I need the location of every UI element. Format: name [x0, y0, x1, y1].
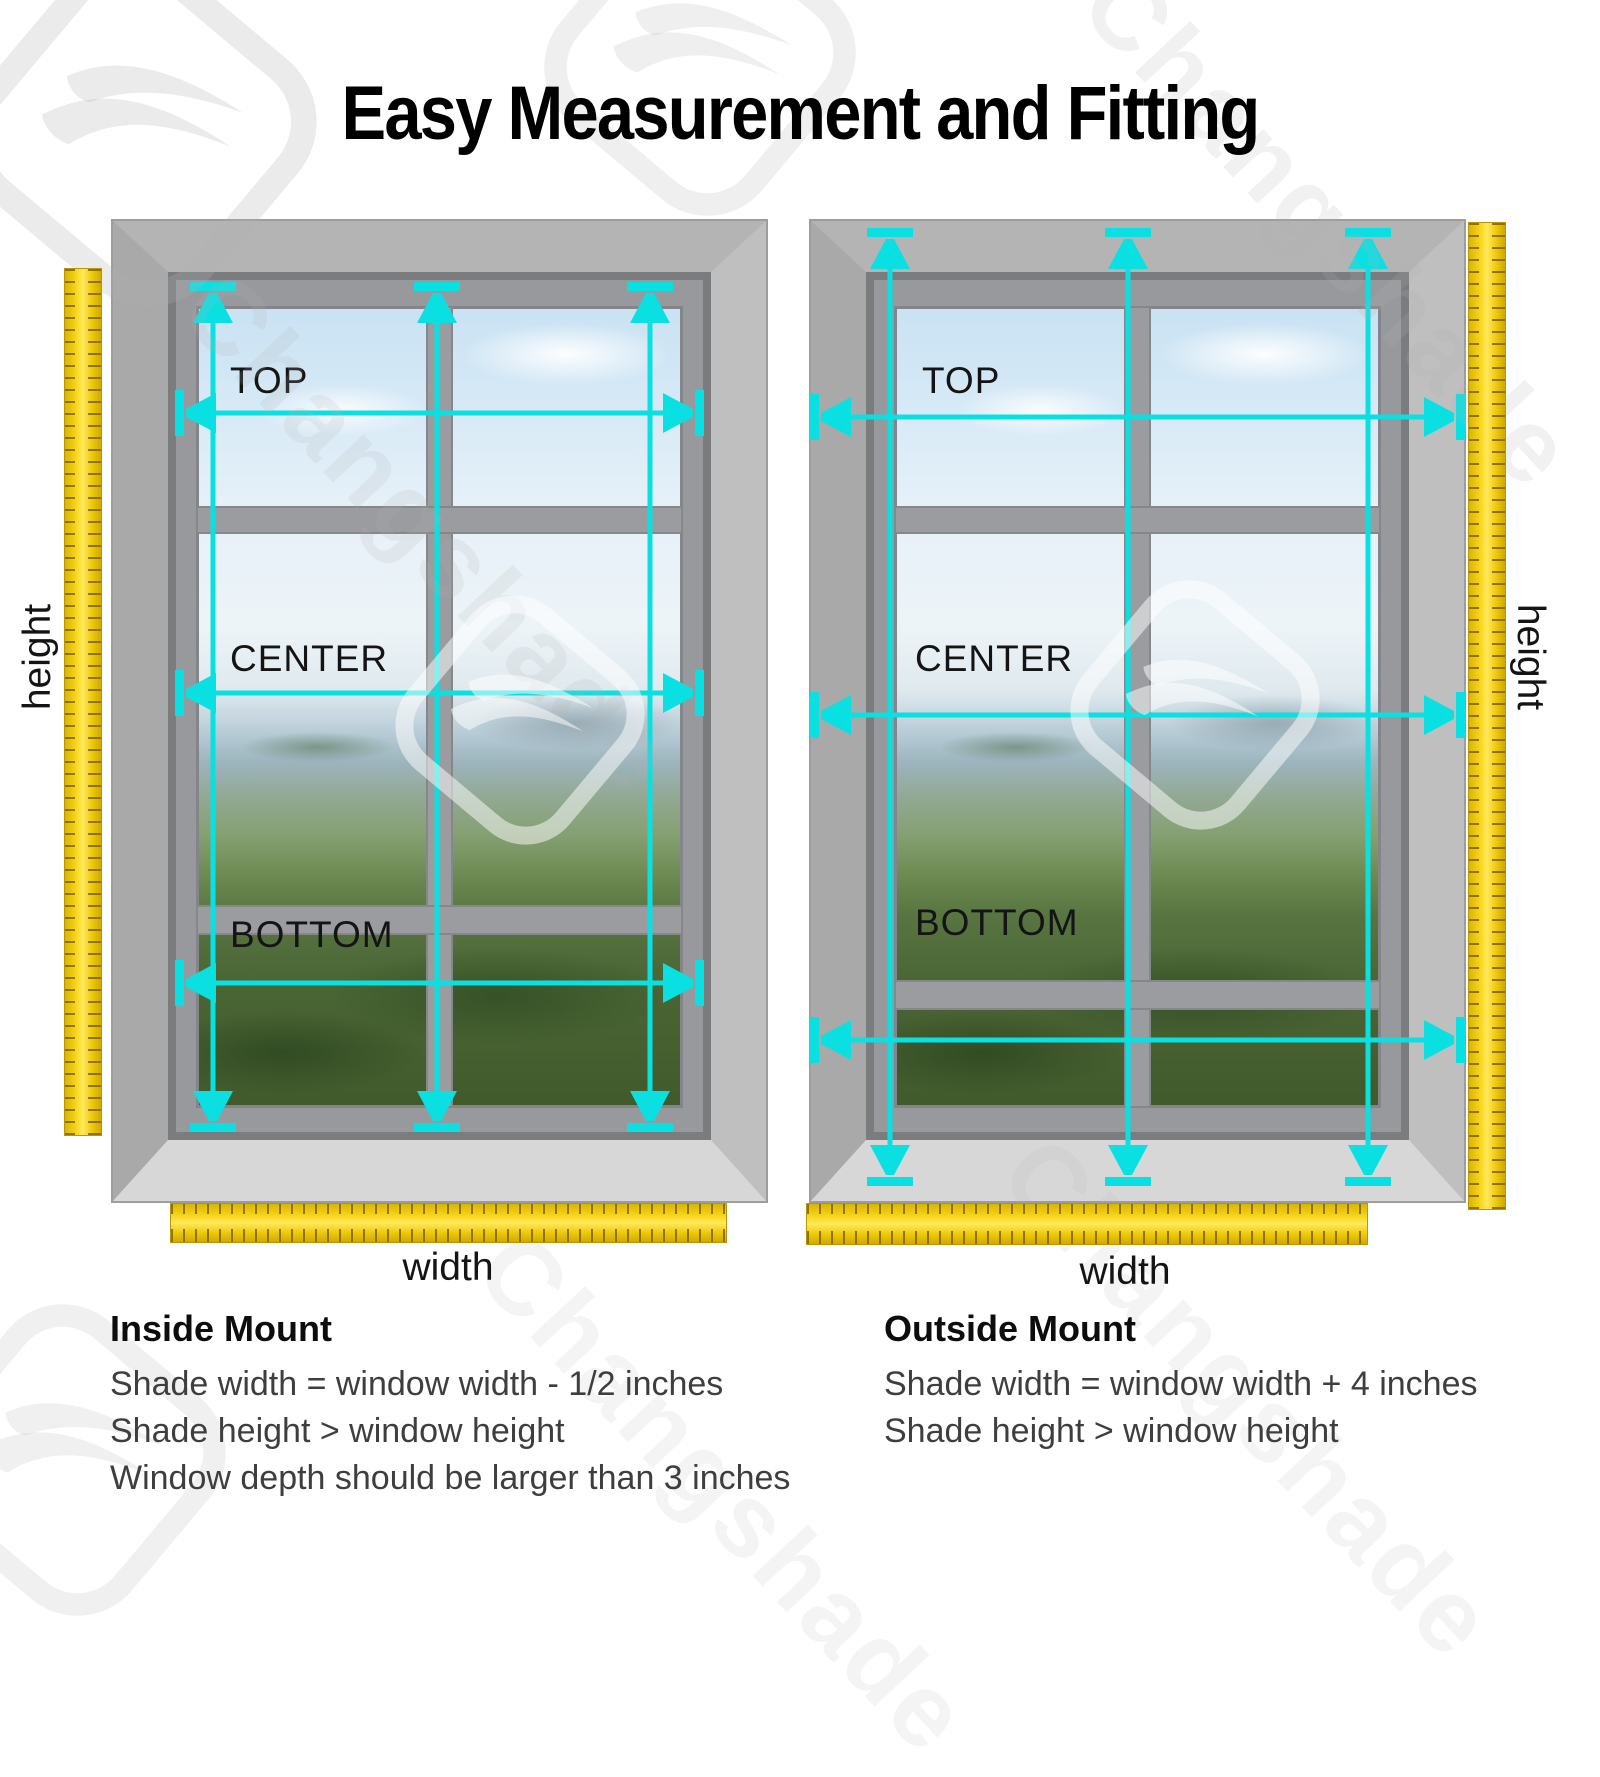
inside-mount-window-diagram: TOP CENTER BOTTOM	[111, 219, 768, 1203]
width-ruler	[170, 1203, 727, 1243]
bottom-measure-label: BOTTOM	[230, 914, 394, 955]
mullion-horizontal-upper	[894, 506, 1381, 534]
height-axis-label: height	[1509, 603, 1552, 711]
center-measure-label: CENTER	[230, 638, 389, 679]
measurement-arrows	[810, 228, 1465, 1186]
instruction-line: Shade width = window width - 1/2 inches	[110, 1365, 724, 1403]
height-axis-label: height	[16, 603, 59, 711]
outside-mount-instructions: Outside Mount Shade width = window width…	[884, 1308, 1477, 1455]
bottom-measure-label: BOTTOM	[915, 902, 1079, 943]
instruction-line: Shade height > window height	[884, 1412, 1339, 1450]
width-axis-label: width	[402, 1246, 494, 1289]
instruction-line: Shade width = window width + 4 inches	[884, 1365, 1478, 1403]
mullion-horizontal-lower	[894, 980, 1381, 1010]
width-axis-label: width	[1079, 1250, 1171, 1293]
instruction-line: Window depth should be larger than 3 inc…	[110, 1459, 791, 1497]
top-measure-label: TOP	[230, 360, 309, 401]
inside-mount-heading: Inside Mount	[110, 1308, 332, 1349]
height-ruler	[1468, 222, 1506, 1210]
measurement-arrows	[175, 282, 704, 1132]
instruction-line: Shade height > window height	[110, 1412, 565, 1450]
width-ruler	[806, 1203, 1368, 1245]
center-measure-label: CENTER	[915, 638, 1074, 679]
outside-mount-heading: Outside Mount	[884, 1308, 1136, 1349]
page-title: Easy Measurement and Fitting	[341, 71, 1261, 156]
inside-mount-instructions: Inside Mount Shade width = window width …	[110, 1308, 790, 1502]
height-ruler	[64, 268, 102, 1136]
outside-mount-window-diagram: TOP CENTER BOTTOM	[809, 219, 1466, 1203]
top-measure-label: TOP	[922, 360, 1001, 401]
